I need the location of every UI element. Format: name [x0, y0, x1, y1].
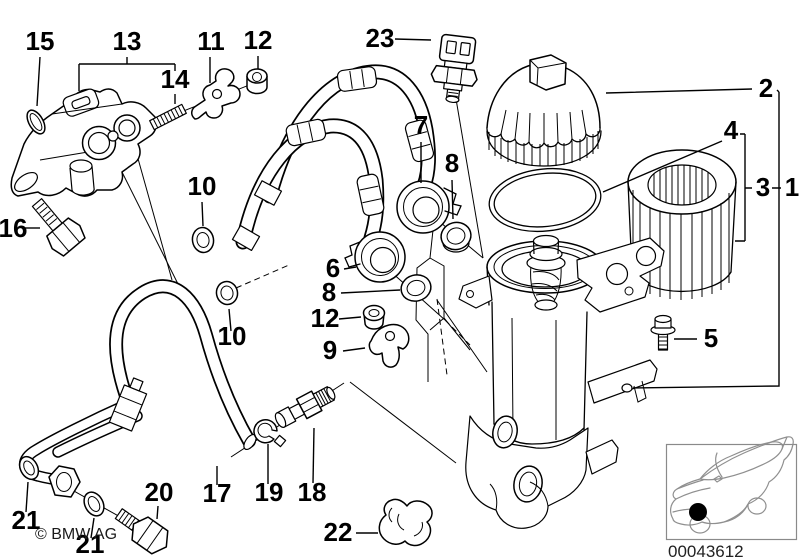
- sealing-ring-8a: [440, 221, 472, 251]
- copyright-text: © BMW AG: [35, 526, 117, 543]
- image-code: 00043612: [668, 542, 744, 559]
- part-label-2: 2: [759, 73, 773, 103]
- part-label-20: 20: [145, 477, 174, 507]
- return-hose: [18, 279, 257, 498]
- hose-rib: [404, 119, 435, 163]
- part-label-6: 6: [326, 253, 340, 283]
- part-label-22: 22: [324, 517, 353, 547]
- hose-connector-6: [344, 231, 406, 283]
- part-labels: 15 13 11 12 23 14 2 4 7 8 3 1 10 16 6 8 …: [0, 23, 799, 559]
- part-label-3: 3: [756, 172, 770, 202]
- spring-clip-22: [378, 498, 433, 547]
- filter-housing: [458, 234, 665, 529]
- connection-housing: [10, 88, 158, 197]
- standpipe: [526, 234, 566, 311]
- part-label-14: 14: [161, 64, 190, 94]
- part-label-5: 5: [704, 323, 718, 353]
- part-label-10a: 10: [188, 171, 217, 201]
- washer-21b: [83, 491, 105, 517]
- profile-gasket: [26, 109, 46, 135]
- o-ring-10b: [215, 280, 239, 306]
- o-ring-10a: [191, 226, 215, 254]
- part-label-16: 16: [0, 213, 27, 243]
- part-label-1: 1: [785, 172, 799, 202]
- part-label-15: 15: [26, 26, 55, 56]
- fork-clamp: [191, 68, 241, 120]
- part-location-dot: [689, 503, 707, 521]
- part-label-10b: 10: [218, 321, 247, 351]
- oil-hoses: [231, 64, 436, 252]
- hose-rib: [356, 173, 385, 217]
- washer-21a: [18, 455, 40, 481]
- grommet-12: [362, 304, 386, 330]
- holder-bracket-9: [368, 323, 410, 368]
- oil-filter-cover: [486, 54, 602, 167]
- part-label-12: 12: [244, 25, 273, 55]
- part-label-4: 4: [724, 115, 739, 145]
- part-label-11: 11: [197, 26, 225, 56]
- part-label-8a: 8: [445, 148, 459, 178]
- part-label-9: 9: [323, 335, 337, 365]
- hex-bolt-16: [31, 198, 86, 257]
- hose-rib: [336, 66, 378, 92]
- hex-bolt-5: [650, 314, 676, 351]
- hose-clamp-19: [253, 419, 287, 448]
- part-label-21b: 21: [76, 529, 105, 559]
- part-label-17: 17: [203, 478, 232, 508]
- car-thumbnail: [665, 436, 798, 541]
- sealing-ring-8b: [400, 274, 432, 302]
- oil-pressure-sensor: [430, 33, 478, 104]
- part-label-19: 19: [255, 477, 284, 507]
- part-label-23: 23: [366, 23, 395, 53]
- part-label-13: 13: [113, 26, 142, 56]
- hex-nut-12: [246, 68, 268, 95]
- leader-lines: [24, 38, 781, 539]
- hose-connector-7: [396, 180, 462, 234]
- part-label-12b: 12: [311, 303, 340, 333]
- part-label-18: 18: [298, 477, 327, 507]
- cover-o-ring: [488, 167, 602, 233]
- banjo-bolt-20: [114, 508, 169, 555]
- part-label-7: 7: [414, 110, 428, 140]
- part-label-8b: 8: [322, 277, 336, 307]
- filter-element: [627, 149, 737, 300]
- part-label-21a: 21: [12, 505, 41, 535]
- threaded-stud: [149, 103, 187, 131]
- hose-rib: [285, 118, 327, 147]
- threaded-fitting-18: [274, 386, 336, 428]
